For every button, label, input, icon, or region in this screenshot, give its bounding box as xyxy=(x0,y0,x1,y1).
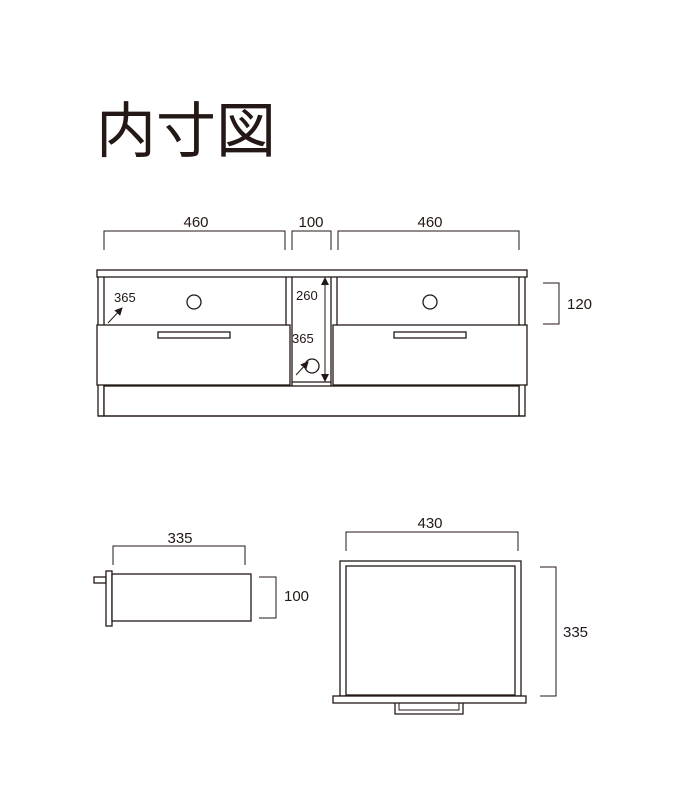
depth-left-label: 365 xyxy=(114,290,136,305)
depth-arrow-left xyxy=(107,307,123,324)
cable-hole-right xyxy=(422,294,438,310)
cable-hole-center xyxy=(304,358,320,374)
drawer-height-label: 120 xyxy=(567,296,592,313)
width-left-bracket xyxy=(103,230,286,250)
cable-hole-left xyxy=(186,294,202,310)
width-right-bracket xyxy=(337,230,520,250)
top-drawer-handle xyxy=(394,703,464,715)
drawer-height-bracket xyxy=(543,282,560,325)
side-depth-label: 335 xyxy=(167,530,192,547)
page-title: 内寸図 xyxy=(96,97,276,167)
side-height-label: 100 xyxy=(284,588,309,605)
top-width-label: 430 xyxy=(417,515,442,532)
top-depth-bracket xyxy=(540,566,557,697)
top-drawer-handle-inner xyxy=(398,703,460,711)
width-left-label: 460 xyxy=(183,214,208,231)
drawer-top-view: 430 335 xyxy=(332,515,588,715)
side-depth-bracket xyxy=(112,545,246,565)
width-center-bracket xyxy=(291,230,332,250)
drawer-handle-right xyxy=(393,331,467,339)
top-width-bracket xyxy=(345,531,519,551)
side-handle xyxy=(93,576,107,584)
center-height-label: 260 xyxy=(296,288,318,303)
top-drawer-inner xyxy=(345,565,516,696)
top-board xyxy=(96,269,528,278)
side-drawer-front xyxy=(105,570,113,627)
depth-center-label: 365 xyxy=(292,331,314,346)
top-depth-label: 335 xyxy=(563,624,588,641)
width-right-label: 460 xyxy=(417,214,442,231)
base-panel xyxy=(103,385,520,417)
drawer-handle-left xyxy=(157,331,231,339)
front-view: 460 100 460 260 365 365 xyxy=(96,214,592,417)
depth-arrow-center xyxy=(295,361,309,376)
top-drawer-front xyxy=(332,695,527,704)
side-drawer-box xyxy=(111,573,252,622)
width-center-label: 100 xyxy=(298,214,323,231)
side-height-bracket xyxy=(259,576,277,619)
drawer-side-view: 335 100 xyxy=(93,530,309,627)
